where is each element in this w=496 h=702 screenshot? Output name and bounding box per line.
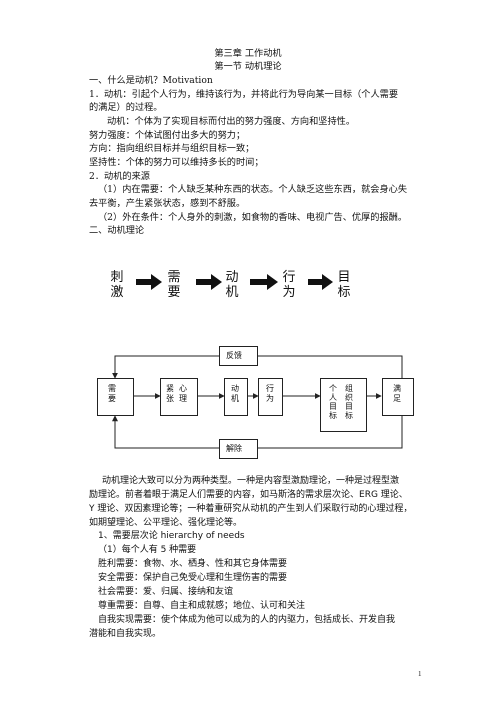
chapter-title: 第三章 工作动机 <box>214 48 282 59</box>
tension-box: 紧 张 心 理 <box>160 378 198 416</box>
tension-char: 紧 <box>166 384 174 393</box>
goal-char: 人 <box>329 393 337 402</box>
flow-char: 要 <box>167 285 181 300</box>
release-label: 解除 <box>226 444 242 453</box>
body-para-line-2: 励理论。前者着眼于满足人们需要的内容，如马斯洛的需求层次论、ERG 理论、 <box>89 490 408 500</box>
goal-char: 目 <box>329 402 337 411</box>
flow-char: 动 <box>225 270 239 285</box>
tension-char: 心 <box>179 384 187 393</box>
flow-char: 激 <box>110 285 124 300</box>
flow-char: 标 <box>337 285 351 300</box>
need-social: 社会需要：爱、归属、接纳和友谊 <box>98 587 234 597</box>
flow-char: 刺 <box>110 270 124 285</box>
part1-heading: 一、什么是动机？Motivation <box>89 75 213 86</box>
flow-char: 机 <box>225 285 239 300</box>
flow-char: 为 <box>282 285 296 300</box>
tension-char: 理 <box>179 394 187 403</box>
satisfy-box: 满 足 <box>382 378 414 416</box>
goal-box: 个 人 目 标 组 织 目 标 <box>320 378 367 432</box>
internal-need-line-1: （1）内在需要：个人缺乏某种东西的状态。个人缺乏这些东西，就会身心失 <box>98 184 408 195</box>
thick-arrow <box>136 274 162 290</box>
effort-persistence: 坚持性：个体的努力可以维持多长的时间； <box>89 157 264 168</box>
body-para-line-4: 如期望理论、公平理论、强化理论等。 <box>89 518 243 528</box>
effort-direction: 方向：指向组织目标并与组织目标一致； <box>89 143 255 154</box>
release-box: 解除 <box>219 439 258 459</box>
behavior-char: 为 <box>266 394 274 403</box>
flow-char: 行 <box>282 270 296 285</box>
thick-arrow <box>308 274 333 290</box>
definition-line-1: 1．动机：引起个人行为，维持该行为，并将此行为导向某一目标（个人需要 <box>89 89 399 100</box>
need-self-actualization-line-2: 潜能和自我实现。 <box>89 629 162 639</box>
effort-strength: 努力强度：个体试图付出多大的努力； <box>89 130 246 141</box>
tension-char: 张 <box>166 394 174 403</box>
goal-char: 目 <box>345 402 353 411</box>
need-safety: 安全需要：保护自己免受心理和生理伤害的需要 <box>98 573 288 583</box>
goal-char: 个 <box>329 384 337 393</box>
motive-char: 动 <box>231 384 239 393</box>
hierarchy-heading: 1、需要层次论 hierarchy of needs <box>98 531 245 541</box>
flow-word-need: 需 要 <box>166 270 182 300</box>
need-physiological: 胜利需要：食物、水、栖身、性和其它身体需要 <box>98 559 288 569</box>
thick-arrow <box>196 274 222 290</box>
external-condition: （2）外在条件：个人身外的刺激，如食物的香味、电视广告、优厚的报酬。 <box>98 212 408 223</box>
behavior-char: 行 <box>266 384 274 393</box>
flow2-connectors <box>112 355 403 449</box>
definition-2: 动机：个体为了实现目标而付出的努力强度、方向和坚持性。 <box>107 116 356 127</box>
satisfy-char: 满 <box>393 384 401 393</box>
satisfy-char: 足 <box>393 394 401 403</box>
feedback-box: 反馈 <box>219 346 258 366</box>
goal-char: 标 <box>345 411 353 420</box>
flow-word-behavior: 行 为 <box>281 270 297 300</box>
flow-word-motive: 动 机 <box>224 270 240 300</box>
hierarchy-subheading: （1）每个人有 5 种需要 <box>98 545 197 555</box>
goal-char: 组 <box>345 384 353 393</box>
body-para-line-1: 动机理论大致可以分为两种类型。一种是内容型激励理论，一种是过程型激 <box>102 476 400 486</box>
need-label: 需要 <box>108 384 116 403</box>
part2-heading: 二、动机理论 <box>89 225 145 236</box>
need-esteem: 尊重需要：自尊、自主和成就感；地位、认可和关注 <box>98 601 306 611</box>
flow-char: 需 <box>167 270 181 285</box>
flow1-arrows <box>136 274 333 290</box>
motive-char: 机 <box>231 394 239 403</box>
page-number: 1 <box>418 670 422 678</box>
flow-char: 目 <box>337 270 351 285</box>
behavior-box: 行 为 <box>258 378 283 416</box>
goal-char: 织 <box>345 393 353 402</box>
motive-box: 动 机 <box>224 378 248 416</box>
flow-word-stimulus: 刺 激 <box>109 270 125 300</box>
definition-line-2: 的满足）的过程。 <box>89 102 163 113</box>
section-title: 第一节 动机理论 <box>214 61 282 72</box>
thick-arrow <box>250 274 278 290</box>
source-heading: 2．动机的来源 <box>89 171 150 182</box>
flow-word-goal: 目 标 <box>336 270 352 300</box>
need-box: 需要 <box>97 378 134 416</box>
body-para-line-3: Y 理论、双因素理论等；一种着重研究从动机的产生到人们采取行动的心理过程， <box>89 504 413 514</box>
need-self-actualization-line-1: 自我实现需要：使个体成为他可以成为的人的内驱力，包括成长、开发自我 <box>98 615 396 625</box>
goal-char: 标 <box>329 411 337 420</box>
feedback-label: 反馈 <box>226 351 242 360</box>
internal-need-line-2: 去平衡，产生紧张状态，感到不舒服。 <box>89 198 246 209</box>
